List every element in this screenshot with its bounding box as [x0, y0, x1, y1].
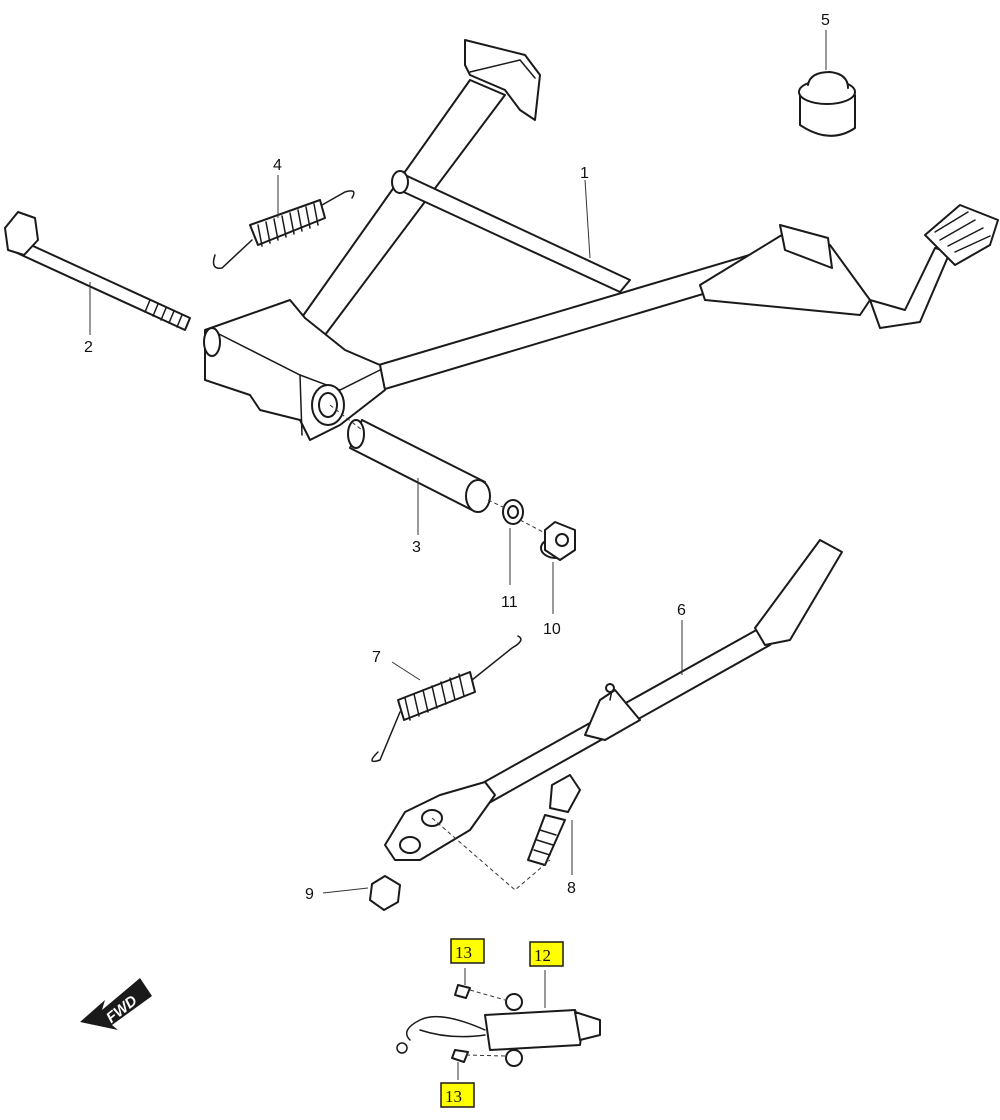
callout-7: 7: [372, 649, 381, 666]
collar-tube: [347, 419, 491, 513]
callout-12-box: 12: [529, 941, 564, 967]
callout-2: 2: [84, 339, 93, 356]
callout-9: 9: [305, 886, 314, 903]
callout-13-top-box: 13: [450, 938, 485, 964]
hex-nut: [369, 875, 401, 911]
callout-13-bottom: 13: [445, 1087, 462, 1106]
fwd-arrow: FWD: [80, 978, 152, 1030]
side-stand-bolt: [527, 774, 581, 866]
washer: [502, 499, 524, 525]
side-stand-switch: [396, 984, 601, 1067]
callout-8: 8: [567, 880, 576, 897]
leader-lines: [89, 30, 827, 1080]
callout-13-bottom-box: 13: [440, 1082, 475, 1108]
rubber-stopper: [798, 71, 856, 137]
callout-11: 11: [501, 594, 518, 611]
callout-labels: 1 2 3 4 5 6 7 8 9 10 11: [84, 12, 830, 903]
callout-1: 1: [580, 165, 589, 182]
spring-lower: [371, 635, 522, 763]
side-stand: [384, 539, 843, 861]
flange-nut: [540, 521, 576, 561]
highlighted-callouts: 12 13 13: [440, 938, 564, 1108]
callout-12: 12: [534, 946, 551, 965]
callout-4: 4: [273, 157, 282, 174]
callout-13-top: 13: [455, 943, 472, 962]
pivot-bolt: [4, 211, 191, 331]
spring-upper: [212, 190, 355, 269]
callout-6: 6: [677, 602, 686, 619]
main-stand: [203, 39, 999, 441]
callout-10: 10: [543, 621, 561, 638]
callout-3: 3: [412, 539, 421, 556]
callout-5: 5: [821, 12, 830, 29]
